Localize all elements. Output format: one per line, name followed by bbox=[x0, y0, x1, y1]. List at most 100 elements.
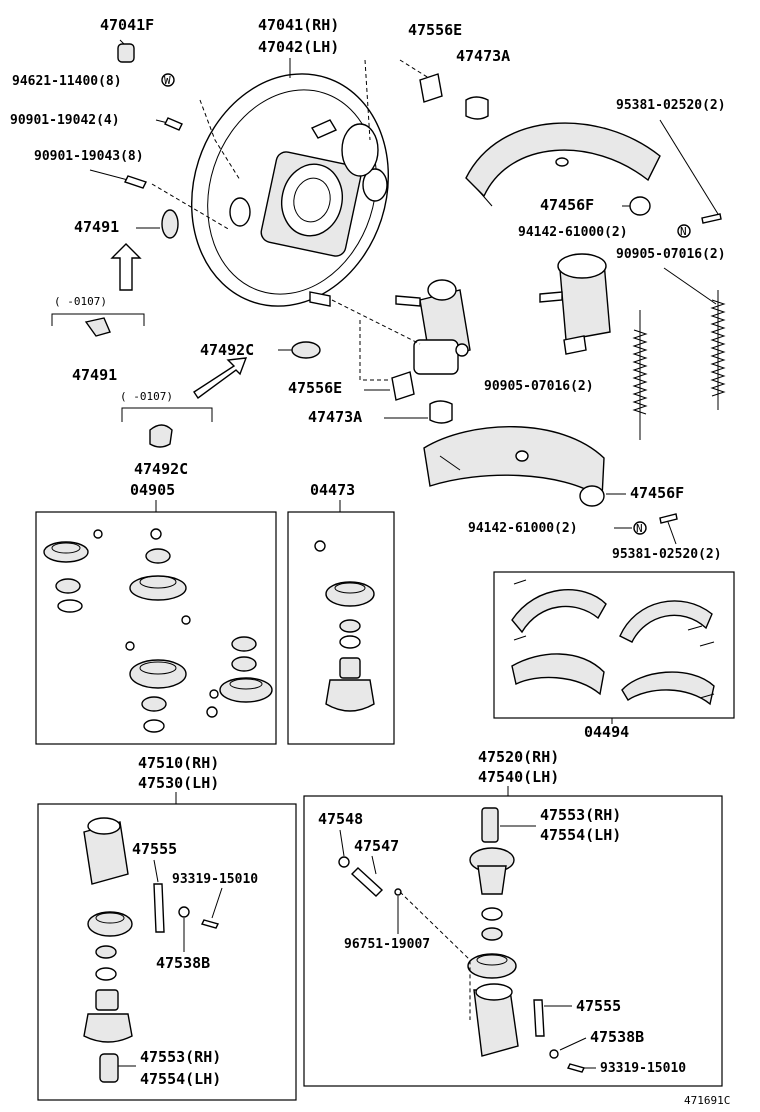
label-94621-11400: 94621-11400(8) bbox=[12, 74, 122, 89]
leader-bleeder-path bbox=[399, 891, 471, 1020]
label-95381-02520-mid: 95381-02520(2) bbox=[612, 547, 722, 562]
spring-lower-drawing bbox=[632, 310, 648, 440]
label-04473: 04473 bbox=[310, 481, 355, 499]
kit-04473-parts bbox=[314, 540, 375, 712]
bolt-90901-19042-drawing bbox=[164, 117, 183, 131]
nut-94142-top-drawing: N bbox=[677, 224, 691, 238]
label-47556E-top: 47556E bbox=[408, 21, 462, 39]
label-94142-61000-mid: 94142-61000(2) bbox=[468, 521, 578, 536]
washer-94621-drawing: W bbox=[161, 73, 175, 87]
diagram-code: 471691C bbox=[684, 1094, 730, 1107]
wheel-cylinder-center-drawing bbox=[395, 279, 471, 375]
label-47556E-mid: 47556E bbox=[288, 379, 342, 397]
washer-mark: W bbox=[164, 74, 171, 87]
leader-47556E-top bbox=[399, 59, 433, 81]
label-04494: 04494 bbox=[584, 723, 629, 741]
brake-shoe-bottom-drawing bbox=[423, 426, 605, 500]
part-47556E-mid-drawing bbox=[391, 371, 415, 401]
pin-95381-mid-drawing bbox=[659, 513, 678, 524]
kit-04905-parts bbox=[43, 528, 273, 733]
label-0107-a: ( -0107) bbox=[54, 295, 107, 308]
pin-95381-top-drawing bbox=[701, 213, 722, 224]
leader-47538B-right bbox=[559, 1037, 587, 1051]
backing-plate-drawing bbox=[190, 73, 390, 307]
spring-upper-drawing bbox=[710, 290, 726, 410]
label-93319-15010-right: 93319-15010 bbox=[600, 1061, 686, 1076]
kit-04494-parts bbox=[511, 579, 715, 706]
leader-95381-mid bbox=[667, 521, 677, 545]
leader-47547 bbox=[371, 855, 377, 875]
label-47041F: 47041F bbox=[100, 16, 154, 34]
leader-bolt bbox=[151, 183, 231, 231]
label-47555-left: 47555 bbox=[132, 840, 177, 858]
kit-04905-box bbox=[35, 511, 277, 745]
part-47492C-b-drawing bbox=[149, 424, 173, 448]
label-47041-rh: 47041(RH) bbox=[258, 16, 339, 34]
label-47540-lh: 47540(LH) bbox=[478, 768, 559, 786]
part-47456F-mid-drawing bbox=[579, 485, 605, 507]
label-47510-rh: 47510(RH) bbox=[138, 754, 219, 772]
brake-shoe-top-drawing bbox=[465, 122, 661, 207]
label-90905-07016-top: 90905-07016(2) bbox=[616, 247, 726, 262]
label-47042-lh: 47042(LH) bbox=[258, 38, 339, 56]
label-90905-07016-mid: 90905-07016(2) bbox=[484, 379, 594, 394]
wheel-cylinder-right-drawing bbox=[539, 253, 611, 355]
label-90901-19042: 90901-19042(4) bbox=[10, 113, 120, 128]
part-47556E-top-drawing bbox=[419, 73, 443, 103]
leader-90905-top bbox=[663, 267, 717, 305]
nut-mark-top: N bbox=[680, 225, 687, 238]
label-47492C-b: 47492C bbox=[134, 460, 188, 478]
assembly-left-parts bbox=[83, 817, 220, 1083]
part-47473A-mid-drawing bbox=[429, 400, 453, 424]
label-47492C-a: 47492C bbox=[200, 341, 254, 359]
label-47554-lh-right: 47554(LH) bbox=[540, 826, 621, 844]
leader-95381-top bbox=[659, 119, 719, 215]
part-47491-a-drawing bbox=[161, 209, 179, 239]
nut-mark-mid: N bbox=[636, 522, 643, 535]
part-47456F-top-drawing bbox=[629, 196, 651, 216]
label-94142-61000-top: 94142-61000(2) bbox=[518, 225, 628, 240]
label-47491-b: 47491 bbox=[72, 366, 117, 384]
label-90901-19043: 90901-19043(8) bbox=[34, 149, 144, 164]
label-47538B-left: 47538B bbox=[156, 954, 210, 972]
leader-94621 bbox=[199, 99, 241, 181]
label-47553-rh-left: 47553(RH) bbox=[140, 1048, 221, 1066]
leader-47555-left bbox=[153, 859, 159, 883]
label-47456F-mid: 47456F bbox=[630, 484, 684, 502]
part-47041F-drawing bbox=[117, 43, 135, 63]
bracket-0107-a bbox=[51, 313, 145, 326]
label-96751-19007: 96751-19007 bbox=[344, 937, 430, 952]
assembly-left-box bbox=[37, 803, 297, 1101]
label-95381-02520-top: 95381-02520(2) bbox=[616, 98, 726, 113]
label-47491-a: 47491 bbox=[74, 218, 119, 236]
bracket-0107-b bbox=[121, 407, 213, 422]
label-47530-lh: 47530(LH) bbox=[138, 774, 219, 792]
kit-04473-box bbox=[287, 511, 395, 745]
arrow-up bbox=[110, 243, 142, 291]
part-47473A-top-drawing bbox=[465, 96, 489, 120]
leader-cyl-b bbox=[359, 320, 390, 381]
leader-47042 bbox=[364, 59, 371, 141]
label-47553-rh-right: 47553(RH) bbox=[540, 806, 621, 824]
label-0107-b: ( -0107) bbox=[120, 390, 173, 403]
part-47491-b-drawing bbox=[84, 317, 111, 337]
label-47520-rh: 47520(RH) bbox=[478, 748, 559, 766]
label-04905: 04905 bbox=[130, 481, 175, 499]
label-47473A-top: 47473A bbox=[456, 47, 510, 65]
leader-93319-left bbox=[211, 887, 223, 919]
leader-47548 bbox=[339, 829, 345, 857]
assembly-right-box bbox=[303, 795, 723, 1087]
label-47548: 47548 bbox=[318, 810, 363, 828]
label-47554-lh-left: 47554(LH) bbox=[140, 1070, 221, 1088]
leader-cyl-a bbox=[331, 299, 421, 345]
label-47538B-right: 47538B bbox=[590, 1028, 644, 1046]
label-47555-right: 47555 bbox=[576, 997, 621, 1015]
nut-94142-mid-drawing: N bbox=[633, 521, 647, 535]
label-47456F-top: 47456F bbox=[540, 196, 594, 214]
label-47547: 47547 bbox=[354, 837, 399, 855]
assembly-right-parts bbox=[338, 807, 586, 1073]
label-93319-15010-left: 93319-15010 bbox=[172, 872, 258, 887]
bolt-90901-19043-drawing bbox=[124, 175, 147, 189]
arrow-diagonal bbox=[193, 357, 248, 399]
